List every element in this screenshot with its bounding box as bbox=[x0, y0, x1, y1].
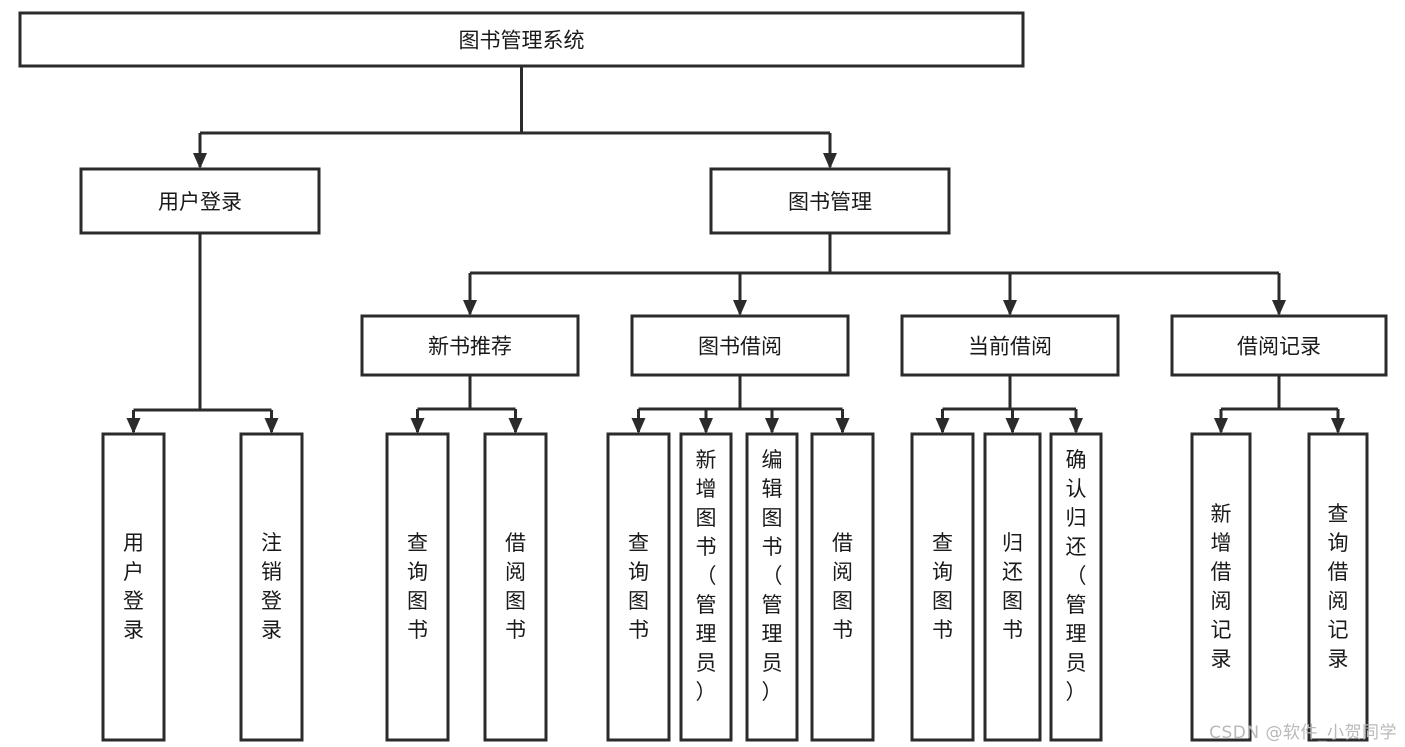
node-current-borrow[interactable]: 当前借阅 bbox=[900, 314, 1120, 377]
node-user-login[interactable]: 用户登录 bbox=[79, 167, 321, 235]
arrow-head-icon bbox=[935, 418, 950, 434]
node-box bbox=[910, 432, 975, 742]
node-label: 借阅图书 bbox=[832, 531, 853, 642]
node-box bbox=[1049, 432, 1103, 742]
node-label: 查询图书 bbox=[628, 531, 649, 642]
node-label: 用户登录 bbox=[158, 190, 242, 214]
node-label: 新增图书（管理员） bbox=[696, 448, 717, 704]
arrow-head-icon bbox=[631, 418, 646, 434]
node-label: 新增借阅记录 bbox=[1211, 502, 1232, 671]
node-label: 图书管理系统 bbox=[459, 29, 585, 53]
node-book-borrow[interactable]: 图书借阅 bbox=[630, 314, 850, 377]
node-label: 确认归还（管理员） bbox=[1066, 448, 1087, 704]
node-label: 用户登录 bbox=[123, 531, 144, 642]
leaf-leaf-query-borrow-record[interactable]: 查询借阅记录 bbox=[1307, 432, 1369, 742]
leaf-leaf-add-borrow-record[interactable]: 新增借阅记录 bbox=[1190, 432, 1252, 742]
arrow-head-icon bbox=[1069, 418, 1083, 434]
node-label: 借阅图书 bbox=[505, 531, 526, 642]
leaf-leaf-add-book-admin[interactable]: 新增图书（管理员） bbox=[679, 432, 733, 742]
node-label: 图书借阅 bbox=[698, 335, 782, 359]
leaf-leaf-user-login[interactable]: 用户登录 bbox=[101, 432, 166, 742]
arrow-head-icon bbox=[508, 418, 523, 434]
node-borrow-record[interactable]: 借阅记录 bbox=[1170, 314, 1388, 377]
node-label: 查询借阅记录 bbox=[1328, 502, 1349, 671]
edge-group-root bbox=[193, 66, 837, 169]
leaf-leaf-query-book-3[interactable]: 查询图书 bbox=[910, 432, 975, 742]
leaf-leaf-return-book[interactable]: 归还图书 bbox=[983, 432, 1042, 742]
node-root[interactable]: 图书管理系统 bbox=[18, 11, 1025, 68]
edge-group-borrow-record bbox=[1214, 375, 1345, 434]
arrow-head-icon bbox=[1272, 300, 1286, 316]
node-box bbox=[1190, 432, 1252, 742]
node-label: 图书管理 bbox=[788, 190, 872, 214]
arrow-head-icon bbox=[1005, 418, 1020, 434]
leaf-leaf-edit-book-admin[interactable]: 编辑图书（管理员） bbox=[745, 432, 799, 742]
leaf-leaf-user-logout[interactable]: 注销登录 bbox=[239, 432, 304, 742]
node-label: 查询图书 bbox=[407, 531, 428, 642]
node-box bbox=[1307, 432, 1369, 742]
arrow-head-icon bbox=[264, 418, 279, 434]
node-box bbox=[360, 314, 580, 377]
leaf-leaf-confirm-return-admin[interactable]: 确认归还（管理员） bbox=[1049, 432, 1103, 742]
arrow-head-icon bbox=[835, 418, 850, 434]
node-box bbox=[606, 432, 671, 742]
node-box bbox=[745, 432, 799, 742]
watermark-text: CSDN @软件_小贺同学 bbox=[1209, 723, 1397, 743]
arrow-head-icon bbox=[733, 300, 747, 316]
node-new-book-recommend[interactable]: 新书推荐 bbox=[360, 314, 580, 377]
arrow-head-icon bbox=[1003, 300, 1017, 316]
node-box bbox=[630, 314, 850, 377]
leaf-leaf-borrow-book-1[interactable]: 借阅图书 bbox=[483, 432, 548, 742]
node-box bbox=[483, 432, 548, 742]
node-label: 当前借阅 bbox=[968, 335, 1052, 359]
arrow-head-icon bbox=[823, 153, 837, 169]
node-label: 归还图书 bbox=[1002, 531, 1023, 642]
arrow-head-icon bbox=[410, 418, 425, 434]
node-box bbox=[1170, 314, 1388, 377]
edge-group-user-login bbox=[126, 233, 279, 434]
node-label: 查询图书 bbox=[932, 531, 953, 642]
node-box bbox=[385, 432, 450, 742]
node-box bbox=[239, 432, 304, 742]
node-box bbox=[709, 167, 951, 235]
arrow-head-icon bbox=[1331, 418, 1345, 434]
arrow-head-icon bbox=[193, 153, 207, 169]
edge-group-book-borrow bbox=[631, 375, 850, 434]
edge-group-new-book-recommend bbox=[410, 375, 523, 434]
arrow-head-icon bbox=[1214, 418, 1228, 434]
leaf-leaf-query-book-1[interactable]: 查询图书 bbox=[385, 432, 450, 742]
node-box bbox=[79, 167, 321, 235]
node-label: 编辑图书（管理员） bbox=[762, 448, 783, 704]
node-label: 注销登录 bbox=[261, 531, 282, 642]
arrow-head-icon bbox=[126, 418, 141, 434]
arrow-head-icon bbox=[699, 418, 713, 434]
edge-group-current-borrow bbox=[935, 375, 1083, 434]
arrow-head-icon bbox=[765, 418, 779, 434]
node-box bbox=[18, 11, 1025, 68]
node-label: 新书推荐 bbox=[428, 335, 512, 359]
node-box bbox=[679, 432, 733, 742]
node-box bbox=[810, 432, 875, 742]
edge-group-book-manage bbox=[463, 233, 1286, 316]
leaf-leaf-borrow-book-2[interactable]: 借阅图书 bbox=[810, 432, 875, 742]
node-box bbox=[900, 314, 1120, 377]
connector-edges-layer bbox=[126, 66, 1345, 434]
node-box bbox=[983, 432, 1042, 742]
node-book-manage[interactable]: 图书管理 bbox=[709, 167, 951, 235]
node-label: 借阅记录 bbox=[1237, 335, 1321, 359]
nodes-layer: 图书管理系统用户登录图书管理新书推荐图书借阅当前借阅借阅记录用户登录注销登录查询… bbox=[18, 11, 1388, 742]
arrow-head-icon bbox=[463, 300, 477, 316]
leaf-leaf-query-book-2[interactable]: 查询图书 bbox=[606, 432, 671, 742]
node-box bbox=[101, 432, 166, 742]
